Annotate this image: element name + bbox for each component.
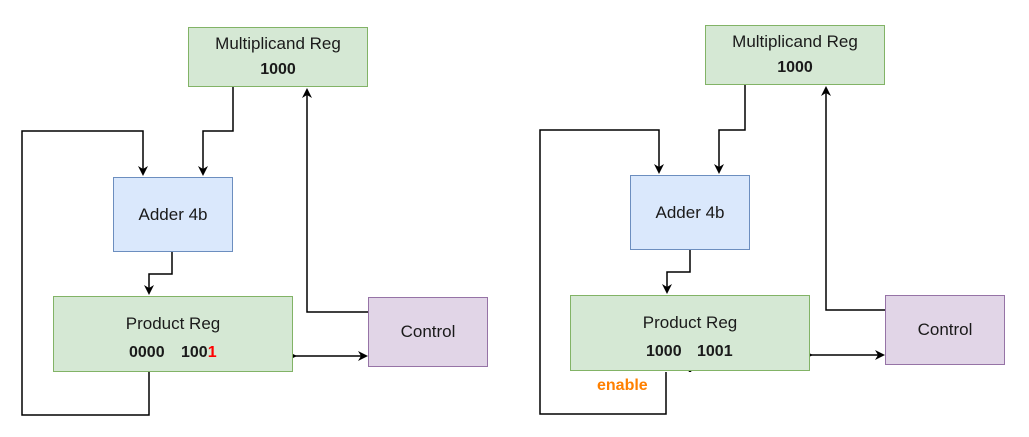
adder-block: Adder 4b xyxy=(113,177,233,252)
enable-annotation: enable xyxy=(597,377,648,394)
product-register: Product Reg 1000 1001 xyxy=(570,295,810,371)
multiplicand-register-label: Multiplicand Reg xyxy=(215,34,341,53)
multiplicand-to-adder-arrow xyxy=(198,87,234,176)
control-to-multiplicand-arrow xyxy=(302,88,368,313)
adder-to-product-arrow xyxy=(662,250,691,294)
control-label: Control xyxy=(917,320,973,339)
product-register-label: Product Reg xyxy=(125,314,221,333)
product-register-low-half: 1001 xyxy=(697,343,733,360)
adder-label: Adder 4b xyxy=(138,204,208,224)
control-to-multiplicand-arrow xyxy=(821,86,885,311)
feedback-loop-arrow xyxy=(21,130,150,416)
product-lsb-highlight: 1 xyxy=(207,344,217,361)
product-register-label: Product Reg xyxy=(642,313,738,332)
adder-to-product-arrow xyxy=(144,252,173,295)
multiplicand-register-value: 1000 xyxy=(777,59,813,76)
multiplicand-register: Multiplicand Reg 1000 xyxy=(188,27,368,87)
adder-label: Adder 4b xyxy=(655,202,725,222)
product-register: Product Reg 0000 1001 xyxy=(53,296,293,372)
multiplicand-to-adder-arrow xyxy=(714,85,746,174)
feedback-loop-arrow xyxy=(539,129,667,415)
multiplicand-register: Multiplicand Reg 1000 xyxy=(705,25,885,85)
control-label: Control xyxy=(400,322,456,341)
product-register-low-half: 1001 xyxy=(181,343,217,363)
control-unit: Control xyxy=(885,295,1005,365)
adder-block: Adder 4b xyxy=(630,175,750,250)
product-low-bits: 100 xyxy=(181,344,208,361)
product-register-high-half: 0000 xyxy=(129,344,165,361)
multiplicand-register-value: 1000 xyxy=(260,61,296,78)
multiplicand-register-label: Multiplicand Reg xyxy=(732,32,858,51)
product-register-high-half: 1000 xyxy=(646,343,682,360)
control-unit: Control xyxy=(368,297,488,367)
